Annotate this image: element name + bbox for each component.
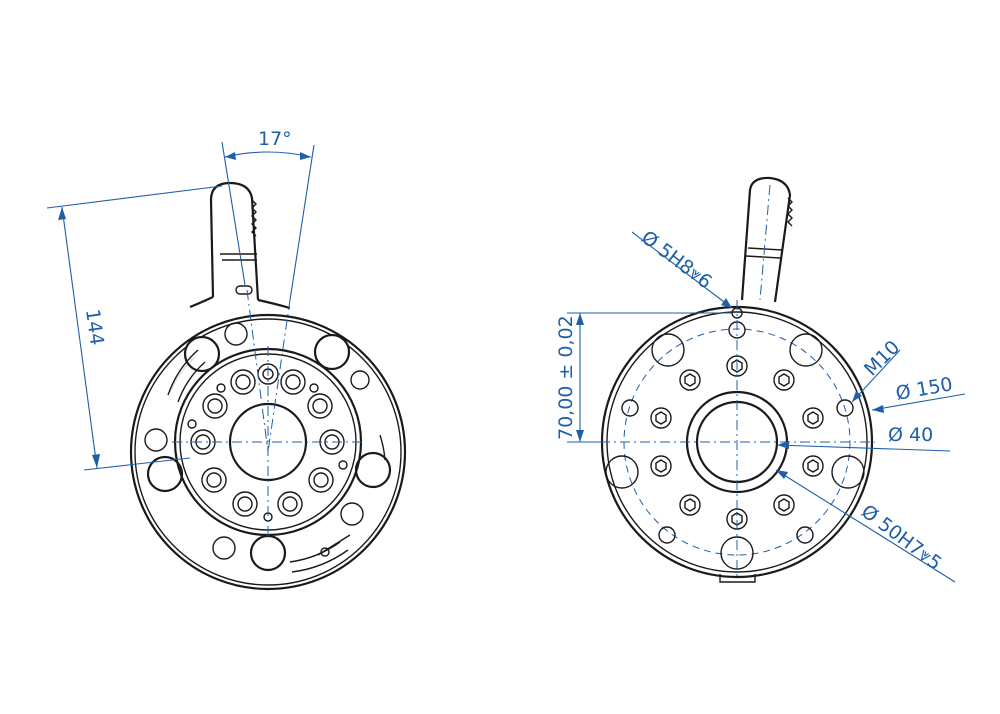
left-view: 17° 144 — [46, 128, 407, 591]
thread-label: M10 — [860, 336, 904, 380]
length-dimension: 144 — [46, 185, 223, 471]
bolt-circle-dimension: Ø 150 — [871, 373, 966, 413]
left-bolt-ring — [187, 363, 348, 522]
left-outer-flange-inner — [134, 318, 402, 586]
left-lever-handle — [189, 181, 291, 310]
left-arc-slots — [167, 349, 386, 573]
right-view: Ø 5H8⩔6 70,00 ± 0,02 M10 Ø 150 Ø 40 — [555, 176, 966, 583]
angle-label: 17° — [258, 128, 292, 150]
angle-dimension: 17° — [221, 128, 315, 301]
length-label: 144 — [81, 308, 108, 347]
bore-fit-callout: Ø 5H8⩔6 — [631, 226, 733, 309]
left-peripheral-bosses — [144, 322, 392, 572]
height-dimension: 70,00 ± 0,02 — [555, 312, 732, 443]
right-lever-handle — [740, 176, 793, 303]
center-bore-dimension: Ø 40 — [776, 424, 951, 452]
bore-fit-label: Ø 5H8⩔6 — [637, 226, 716, 293]
height-label: 70,00 ± 0,02 — [555, 315, 577, 440]
right-large-holes — [605, 333, 865, 570]
left-outer-flange — [129, 313, 407, 591]
left-center-lines — [172, 289, 364, 538]
center-bore-label: Ø 40 — [888, 424, 933, 446]
right-center-lines — [600, 184, 875, 580]
bolt-circle-label: Ø 150 — [894, 373, 954, 405]
right-pin-holes — [621, 307, 854, 544]
recess-label: Ø 50H7⩔5 — [857, 500, 946, 574]
